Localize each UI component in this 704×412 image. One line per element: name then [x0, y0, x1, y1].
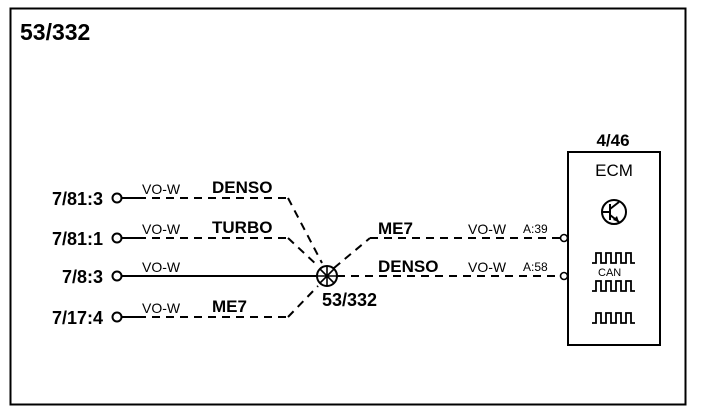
connector-label-3: 7/8:3 [62, 267, 103, 287]
can-bus-icon [592, 280, 635, 292]
output-wire-color-2: VO-W [468, 259, 507, 275]
output-pin-1: A:39 [523, 222, 548, 236]
variant-label-1: DENSO [212, 178, 272, 197]
ecm-pin-a39 [559, 233, 569, 243]
variant-label-4: ME7 [212, 297, 247, 316]
can-label: CAN [598, 267, 621, 279]
output-wire-color-1: VO-W [468, 221, 507, 237]
wire-4 [122, 285, 319, 318]
transistor-icon [601, 199, 627, 225]
output-variant-2: DENSO [378, 257, 438, 276]
ecm-ref: 4/46 [596, 131, 629, 150]
ecm-name: ECM [595, 161, 633, 180]
connector-label-2: 7/81:1 [52, 229, 103, 249]
connector-pin-4 [111, 311, 123, 323]
pulse-signal-icon [592, 312, 635, 324]
output-pin-2: A:58 [523, 260, 548, 274]
diagram-frame [9, 7, 687, 406]
wire-color-3: VO-W [142, 259, 181, 275]
connector-label-1: 7/81:3 [52, 189, 103, 209]
ecm-box [567, 151, 661, 346]
wire-2 [122, 237, 319, 267]
wire-color-4: VO-W [142, 300, 181, 316]
ecm-pin-a58 [559, 271, 569, 281]
splice-icon [316, 265, 338, 287]
connector-label-4: 7/17:4 [52, 308, 103, 328]
connector-pin-3 [111, 270, 123, 282]
output-variant-1: ME7 [378, 219, 413, 238]
connector-pin-2 [111, 232, 123, 244]
pulse-signal-icon [592, 252, 635, 264]
wire-1 [122, 197, 323, 264]
splice-label: 53/332 [322, 290, 377, 310]
diagram-title: 53/332 [20, 19, 90, 45]
variant-label-2: TURBO [212, 218, 272, 237]
wire-color-1: VO-W [142, 181, 181, 197]
connector-pin-1 [111, 192, 123, 204]
wire-color-2: VO-W [142, 221, 181, 237]
output-wire-1 [333, 237, 562, 269]
